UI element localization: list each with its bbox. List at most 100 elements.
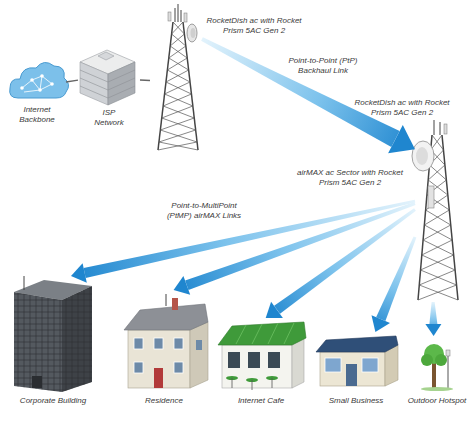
cloud-node: Internet Backbone (8, 52, 66, 128)
node-label: Corporate Building (8, 396, 98, 406)
table-post (252, 380, 253, 390)
panel-antenna (184, 13, 187, 22)
house-side (190, 322, 208, 388)
roof-unit (98, 52, 114, 60)
tower-brace (159, 22, 198, 150)
house-front (128, 330, 190, 388)
tower-brace (158, 22, 197, 150)
dish-antenna (412, 141, 434, 171)
network-dot (50, 82, 54, 86)
door (154, 368, 163, 388)
node-label: RocketDish ac with Rocket Prism 5AC Gen … (206, 16, 302, 35)
link-line (140, 79, 150, 81)
dish-antenna (187, 24, 197, 42)
arrow-head (425, 324, 441, 336)
building-side (62, 286, 92, 392)
rooftop-antenna (166, 294, 167, 306)
cafe-roof (218, 322, 306, 345)
window (228, 352, 240, 368)
dish-center (191, 28, 196, 38)
tower-node: RocketDish ac with Rocket Prism 5AC Gen … (150, 4, 202, 152)
isp-left (80, 62, 108, 105)
arrow-head (266, 302, 283, 318)
node-label: airMAX ac Sector with Rocket Prism 5AC G… (296, 168, 404, 187)
tower-node: RocketDish ac with Rocket Prism 5AC Gen … (415, 128, 462, 302)
door (346, 364, 357, 386)
network-dot (30, 78, 34, 82)
panel-antenna (444, 124, 447, 134)
antenna-mast (181, 10, 182, 22)
grass (421, 387, 453, 391)
antenna-mast (434, 120, 435, 135)
isp-right (108, 62, 135, 105)
shop-roof (316, 336, 398, 352)
wireless-beam (266, 208, 416, 318)
antenna-mast (175, 8, 176, 22)
tower-1 (158, 4, 198, 150)
tree-canopy (435, 354, 447, 366)
dish-center (416, 147, 428, 165)
table-post (232, 378, 233, 388)
door (32, 376, 42, 388)
window (134, 338, 143, 349)
antenna-mast (440, 122, 441, 135)
window (134, 362, 143, 373)
small-business-building (316, 336, 398, 386)
link-line (66, 80, 78, 82)
shop-front (320, 352, 385, 386)
hotspot-pole (448, 352, 449, 388)
building-node: Internet Cafe (214, 318, 308, 410)
rooftop-antenna (24, 276, 25, 290)
beam-shaft (429, 302, 437, 324)
window-grid (14, 292, 62, 392)
node-label: Small Business (312, 396, 400, 406)
house-roof (124, 304, 208, 330)
node-label: RocketDish ac with Rocket Prism 5AC Gen … (352, 98, 452, 117)
window (174, 338, 183, 349)
window (362, 358, 378, 372)
wireless-beam (372, 236, 417, 332)
wireless-beam (425, 302, 441, 336)
network-dot (20, 86, 24, 90)
corporate-building (14, 276, 92, 392)
wireless-beam (201, 37, 415, 153)
network-lines (22, 76, 52, 92)
arrow-head (71, 263, 87, 283)
tower-2 (412, 120, 458, 300)
building-node: Small Business (312, 332, 400, 410)
cloud-icon (10, 62, 69, 98)
isp-building (80, 50, 135, 105)
cloud-shape (10, 62, 69, 98)
window (196, 340, 202, 350)
antenna-mast (178, 4, 179, 22)
server-slots (80, 70, 135, 98)
window (268, 352, 280, 368)
building-front (14, 292, 62, 392)
building-node: Corporate Building (8, 276, 98, 410)
link-line (140, 79, 150, 80)
chimney (172, 298, 178, 310)
wireless-beam (71, 200, 415, 283)
link-line (66, 80, 78, 82)
window (174, 362, 183, 373)
panel-antenna (168, 12, 171, 21)
window (325, 358, 341, 372)
hotspot-node: Outdoor Hotspot (403, 336, 471, 410)
tree-trunk (432, 362, 436, 388)
roof-stripes (236, 323, 294, 344)
tower-leg (442, 135, 458, 300)
node-label: ISP Network (88, 108, 130, 127)
arrow-head (174, 276, 191, 295)
window-grid (62, 286, 92, 392)
cafe-front (222, 345, 292, 388)
beam-shaft (376, 236, 416, 321)
isp-node: ISP Network (78, 45, 140, 122)
window (154, 338, 163, 349)
node-label: Internet Backbone (10, 105, 64, 124)
building-node: Residence (116, 290, 212, 410)
cafe-building (218, 322, 306, 390)
sector-antenna (428, 186, 434, 208)
link-label: Point-to-MultiPoint (PtMP) airMAX Links (158, 201, 250, 220)
tower-leg (158, 22, 173, 150)
window (248, 352, 260, 368)
